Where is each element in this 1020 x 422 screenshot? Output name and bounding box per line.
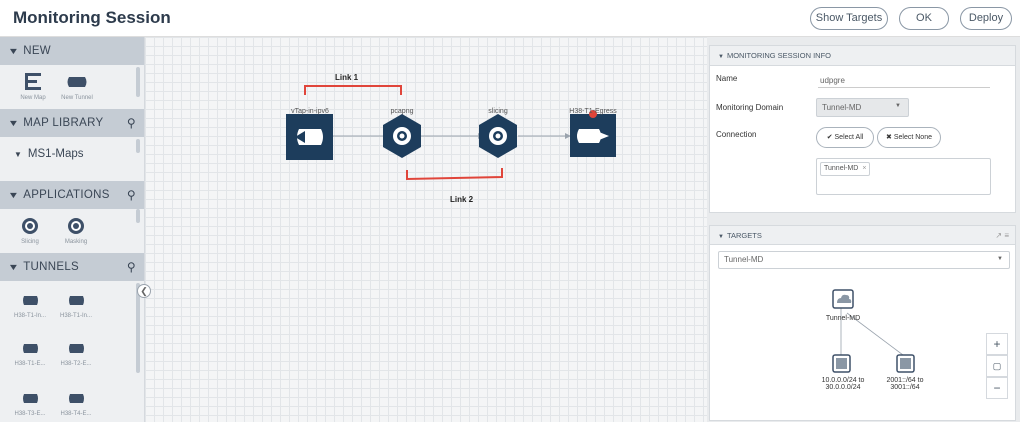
node-label: pcapng xyxy=(390,108,414,115)
chevron-down-icon: ▼ xyxy=(718,234,724,240)
check-icon: ✔ xyxy=(826,134,833,141)
section-applications-header[interactable]: ▼APPLICATIONS ⚲ xyxy=(0,181,144,209)
connection-label: Connection xyxy=(716,130,757,139)
expand-icon[interactable]: ↗ ≡ xyxy=(995,231,1009,240)
search-icon[interactable]: ⚲ xyxy=(126,116,136,130)
name-label: Name xyxy=(716,74,738,83)
select-none-button[interactable]: ✖ Select None xyxy=(877,127,941,148)
new-tunnel-icon xyxy=(47,71,107,93)
zoom-out-button[interactable]: − xyxy=(986,377,1008,399)
new-map-icon xyxy=(3,71,63,93)
card-header[interactable]: ▼MONITORING SESSION INFO xyxy=(710,46,1015,66)
scrollbar[interactable] xyxy=(136,139,140,153)
node-label: vTap-in-ipv6 xyxy=(291,108,329,115)
tag-remove-icon[interactable]: × xyxy=(862,165,867,172)
tunnel-egress-icon xyxy=(0,387,60,409)
right-panel: ▼MONITORING SESSION INFO Name udpgre Mon… xyxy=(707,37,1020,422)
gear-icon xyxy=(46,215,106,237)
header: Monitoring Session Show Targets OK Deplo… xyxy=(0,0,1020,37)
search-icon[interactable]: ⚲ xyxy=(126,260,136,274)
link-label: Link 2 xyxy=(450,195,474,204)
section-new-header[interactable]: ▼NEW xyxy=(0,37,144,65)
chevron-down-icon: ▼ xyxy=(7,190,20,200)
show-targets-button[interactable]: Show Targets xyxy=(810,7,888,30)
new-map-tile[interactable]: New Map xyxy=(3,67,63,109)
tunnel-egress-icon xyxy=(46,337,106,359)
map-library-item-ms1-maps[interactable]: ▼MS1-Maps xyxy=(14,148,84,160)
link1-path[interactable] xyxy=(304,85,402,95)
scrollbar[interactable] xyxy=(136,283,140,373)
page-title: Monitoring Session xyxy=(13,8,171,27)
search-icon[interactable]: ⚲ xyxy=(126,188,136,202)
chevron-down-icon: ▼ xyxy=(7,118,20,128)
map-canvas[interactable]: vTap-in-ipv6 pcapng slicing H38-T1-Egres… xyxy=(145,37,707,422)
tunnel-in-icon xyxy=(46,289,106,311)
tunnel-tile[interactable]: H38-T1-In... xyxy=(46,285,106,327)
targets-card: ▼TARGETS ↗ ≡ Tunnel-MD ▼ xyxy=(709,225,1016,421)
node-label: slicing xyxy=(488,108,508,115)
link2-path[interactable] xyxy=(406,168,503,181)
gear-icon xyxy=(0,215,60,237)
domain-select[interactable]: Tunnel-MD ▼ xyxy=(816,98,909,117)
left-panel: ▼NEW New Map New Tunnel ▼MAP LIBRARY ⚲ ▼… xyxy=(0,37,145,422)
monitoring-session-info-card: ▼MONITORING SESSION INFO Name udpgre Mon… xyxy=(709,45,1016,213)
arrow-head xyxy=(565,133,571,139)
targets-select[interactable]: Tunnel-MD ▼ xyxy=(718,251,1010,269)
target-child-label: 2001::/64 to 3001::/64 xyxy=(886,377,924,391)
chevron-down-icon: ▼ xyxy=(895,103,901,109)
node-label: H38-T1-Egress xyxy=(569,108,617,115)
tunnel-egress-icon xyxy=(0,337,60,359)
link-label: Link 1 xyxy=(335,73,359,82)
collapse-panel-button[interactable]: ❮ xyxy=(137,284,151,298)
scrollbar[interactable] xyxy=(136,209,140,223)
node-slicing[interactable] xyxy=(479,114,517,158)
zoom-in-button[interactable]: + xyxy=(986,333,1008,355)
node-h38-t1-egress[interactable] xyxy=(570,110,616,157)
tunnel-egress-icon xyxy=(46,387,106,409)
name-field[interactable]: udpgre xyxy=(818,70,990,88)
tunnel-tile[interactable]: H38-T1-In... xyxy=(0,285,60,327)
map-diagram xyxy=(286,85,616,181)
section-map-library-header[interactable]: ▼MAP LIBRARY ⚲ xyxy=(0,109,144,137)
tunnel-tile[interactable]: H38-T2-E... xyxy=(46,333,106,375)
ok-button[interactable]: OK xyxy=(899,7,949,30)
fit-view-button[interactable]: ▢ xyxy=(986,355,1008,377)
chevron-down-icon: ▼ xyxy=(997,256,1003,262)
app-tile-masking[interactable]: Masking xyxy=(46,211,106,253)
node-pcapng[interactable] xyxy=(383,114,421,158)
new-tunnel-tile[interactable]: New Tunnel xyxy=(47,67,107,109)
scrollbar[interactable] xyxy=(136,67,140,97)
tunnel-egress-icon xyxy=(577,129,601,143)
chevron-down-icon: ▼ xyxy=(718,54,724,60)
section-tunnels-header[interactable]: ▼TUNNELS ⚲ xyxy=(0,253,144,281)
tunnel-tile[interactable]: H38-T1-E... xyxy=(0,333,60,375)
target-child-label: 10.0.0.0/24 to 30.0.0.0/24 xyxy=(821,377,865,391)
tag-chip: Tunnel-MD × xyxy=(820,162,871,176)
chevron-down-icon: ▼ xyxy=(14,150,22,159)
close-icon: ✖ xyxy=(886,134,892,141)
target-root-label: Tunnel-MD xyxy=(825,315,861,322)
connection-tags-input[interactable]: Tunnel-MD × xyxy=(816,158,991,195)
status-dot xyxy=(589,110,597,118)
tunnel-tile[interactable]: H38-T3-E... xyxy=(0,383,60,422)
tunnel-in-icon xyxy=(0,289,60,311)
domain-label: Monitoring Domain xyxy=(716,103,784,112)
tunnel-tile[interactable]: H38-T4-E... xyxy=(46,383,106,422)
card-header[interactable]: ▼TARGETS ↗ ≡ xyxy=(710,226,1015,245)
chevron-down-icon: ▼ xyxy=(7,46,20,56)
select-all-button[interactable]: ✔ Select All xyxy=(816,127,874,148)
app-tile-slicing[interactable]: Slicing xyxy=(0,211,60,253)
node-vtap-in-ipv6[interactable] xyxy=(286,114,333,160)
chevron-down-icon: ▼ xyxy=(7,262,20,272)
deploy-button[interactable]: Deploy xyxy=(960,7,1012,30)
